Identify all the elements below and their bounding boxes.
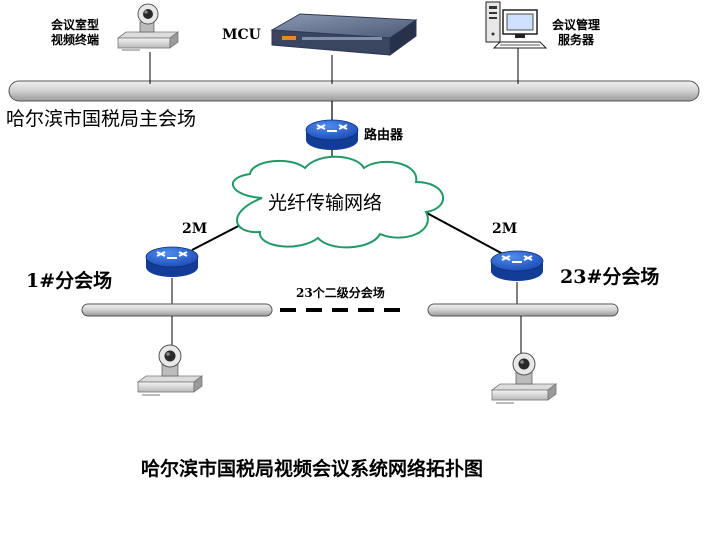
main-venue-label: 哈尔滨市国税局主会场 xyxy=(6,108,197,130)
room-terminal-left-icon xyxy=(136,344,204,396)
cloud-right-link xyxy=(424,211,504,255)
room-terminal-right-icon xyxy=(490,352,558,404)
left-branch-bus xyxy=(81,303,273,317)
mcu-label: MCU xyxy=(222,27,261,43)
second-level-label: 23个二级分会场 xyxy=(296,286,385,300)
cloud-icon xyxy=(231,155,444,249)
branch-router-left-icon xyxy=(145,246,199,277)
server-computer-icon xyxy=(485,1,548,49)
mcu-device-icon xyxy=(270,13,418,56)
main-router-icon xyxy=(305,119,359,150)
fiber-network-label: 光纤传输网络 xyxy=(268,192,383,214)
diagram-caption: 哈尔滨市国税局视频会议系统网络拓扑图 xyxy=(141,458,484,480)
room-terminal-label: 会议室型视频终端 xyxy=(51,18,100,47)
bandwidth-right-label: 2M xyxy=(492,221,518,237)
branch-right-label: 23#分会场 xyxy=(560,266,660,288)
right-branch-bus xyxy=(427,303,619,317)
branch-left-label: 1#分会场 xyxy=(26,270,113,292)
router-label: 路由器 xyxy=(364,128,404,143)
room-terminal-top-icon xyxy=(116,3,180,51)
main-bus xyxy=(8,80,700,102)
branch-router-right-icon xyxy=(490,250,544,281)
mgmt-server-label: 会议管理服务器 xyxy=(552,18,601,47)
bandwidth-left-label: 2M xyxy=(182,221,208,237)
